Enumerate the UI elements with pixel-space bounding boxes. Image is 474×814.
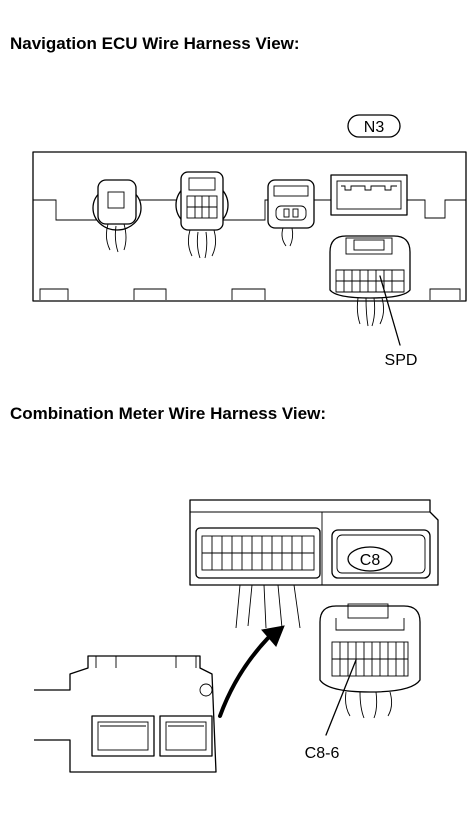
curved-arrow — [218, 625, 285, 718]
n3-label-text: N3 — [364, 119, 385, 136]
n3-label: N3 — [347, 114, 401, 138]
nav-connector-1 — [92, 179, 142, 253]
spd-callout: SPD — [379, 275, 418, 369]
meter-socket-housing — [189, 499, 439, 586]
nav-ecu-panel — [32, 151, 467, 302]
c8-6-callout: C8-6 — [305, 659, 357, 762]
spd-label: SPD — [385, 352, 418, 369]
nav-connector-3 — [267, 179, 315, 247]
nav-connector-2 — [175, 171, 229, 259]
combination-meter-body — [34, 655, 217, 773]
n3-plug — [329, 235, 411, 327]
meter-harness — [235, 584, 301, 629]
c8-label: C8 — [347, 546, 393, 572]
nav-ecu-heading: Navigation ECU Wire Harness View: — [10, 34, 300, 53]
meter-heading: Combination Meter Wire Harness View: — [10, 404, 326, 423]
c8-label-text: C8 — [360, 552, 381, 569]
n3-socket — [330, 174, 408, 216]
c8-6-label: C8-6 — [305, 745, 340, 762]
c8-plug — [319, 603, 421, 719]
